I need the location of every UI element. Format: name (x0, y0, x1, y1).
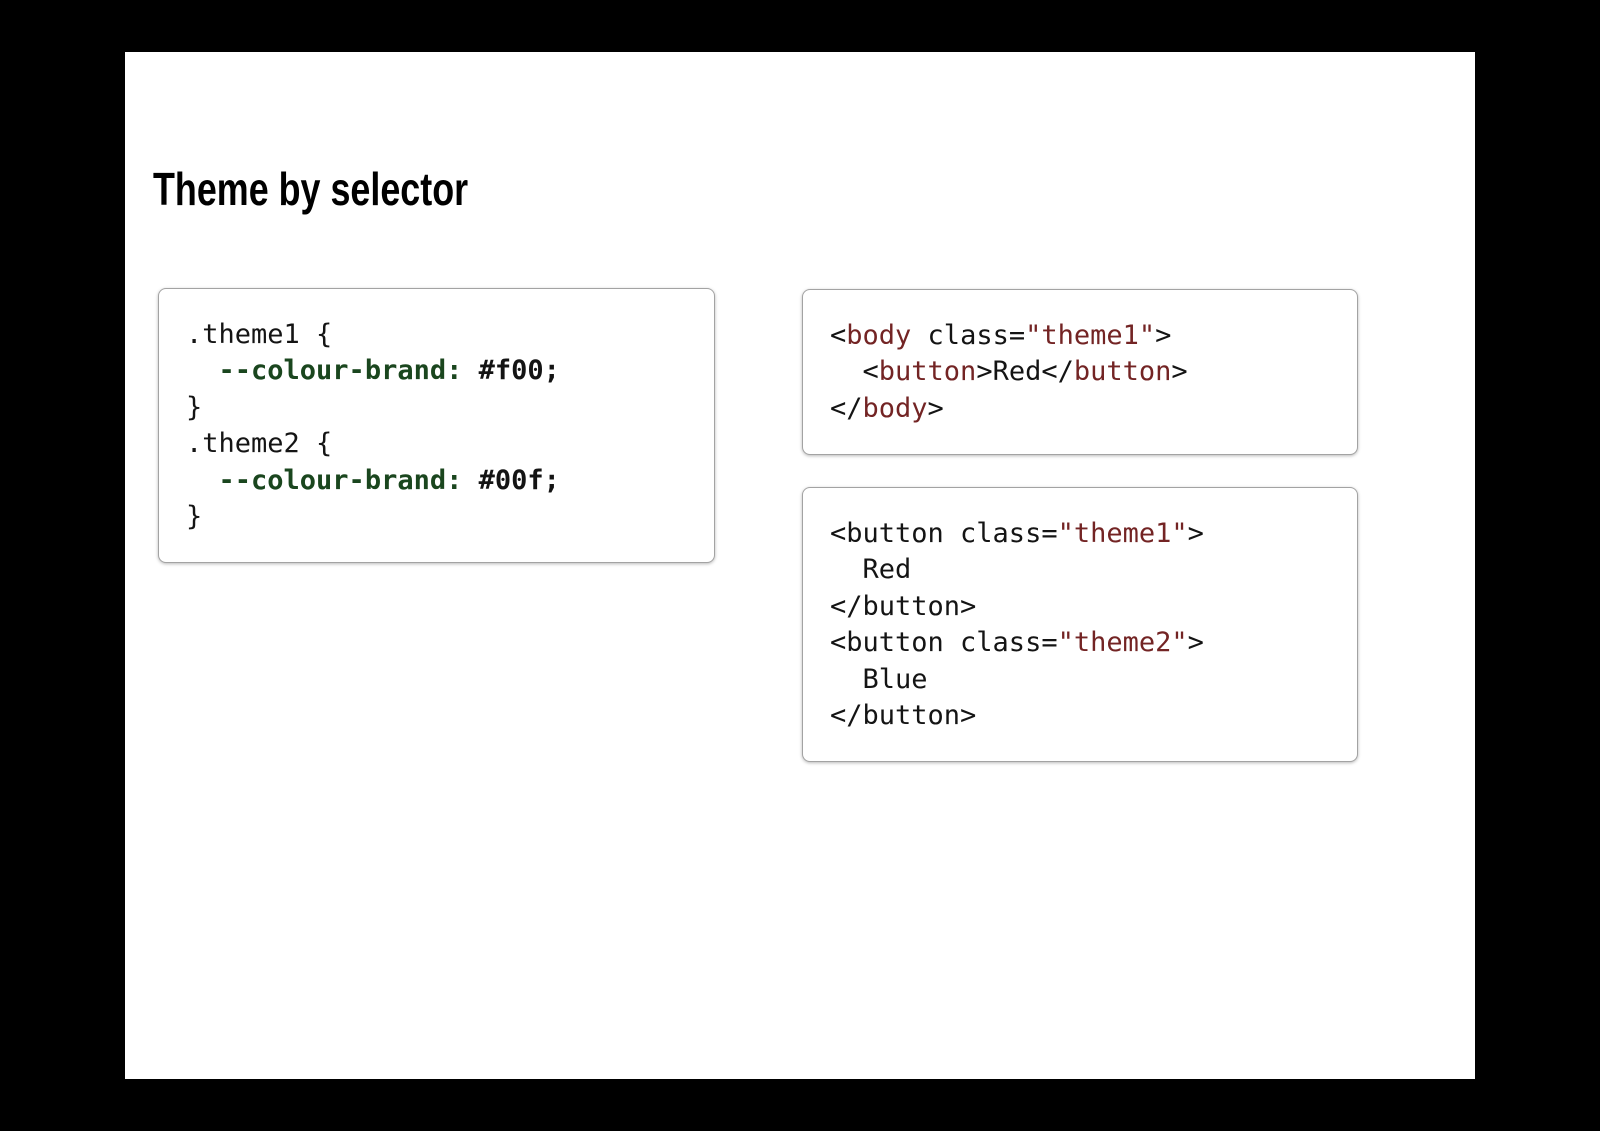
html-button-themes-code-box: <button class="theme1"> Red</button><but… (802, 487, 1358, 762)
code-segment: "theme2" (1057, 627, 1188, 659)
code-line: <body class="theme1"> (830, 318, 1330, 354)
code-segment: > (927, 392, 944, 424)
code-line: } (186, 499, 687, 535)
code-line: } (186, 390, 687, 426)
code-line: </button> (830, 589, 1330, 625)
code-segment: <button class= (830, 627, 1058, 659)
code-line: --colour-brand: #00f; (186, 463, 687, 499)
slide-canvas: Theme by selector .theme1 { --colour-bra… (125, 52, 1475, 1079)
code-segment (462, 355, 478, 386)
code-line: <button class="theme1"> (830, 516, 1330, 552)
code-segment: class= (911, 320, 1026, 351)
code-segment: #f00; (478, 355, 560, 387)
html-body-theme-code-box: <body class="theme1"> <button>Red</butto… (802, 289, 1358, 455)
code-segment: body (862, 392, 928, 424)
code-segment: --colour-brand: (218, 464, 463, 496)
code-segment: </ (830, 392, 863, 424)
code-line: Blue (830, 662, 1330, 698)
code-line: </button> (830, 698, 1330, 734)
code-segment: body (846, 320, 912, 351)
code-segment: button (1073, 356, 1172, 388)
code-segment: > (1171, 356, 1188, 388)
code-line: .theme2 { (186, 426, 687, 462)
code-segment: </button> (830, 590, 977, 622)
code-segment: > (1155, 320, 1172, 351)
code-segment: #00f; (478, 464, 560, 496)
code-segment: --colour-brand: (218, 355, 463, 387)
code-segment: > (1187, 627, 1204, 659)
code-line: <button>Red</button> (830, 354, 1330, 390)
code-segment: "theme1" (1057, 518, 1188, 549)
code-line: <button class="theme2"> (830, 625, 1330, 661)
code-segment: > (1187, 518, 1204, 549)
code-line: </body> (830, 391, 1330, 427)
code-line: --colour-brand: #f00; (186, 353, 687, 389)
code-line: .theme1 { (186, 317, 687, 353)
code-segment: } (186, 501, 203, 533)
code-segment: Blue (830, 663, 928, 695)
slide-title: Theme by selector (153, 163, 469, 215)
code-segment: } (186, 391, 203, 423)
code-segment: Red (830, 554, 912, 586)
code-segment (462, 465, 478, 496)
code-segment: >Red</ (976, 356, 1074, 388)
code-segment: </button> (830, 700, 977, 732)
code-segment: < (830, 356, 879, 388)
code-segment: .theme2 { (186, 428, 333, 460)
code-segment: < (830, 320, 847, 351)
css-theme-selectors-code-box: .theme1 { --colour-brand: #f00;} .theme2 … (158, 288, 715, 563)
code-segment (186, 355, 219, 386)
code-segment: button (878, 356, 977, 388)
code-segment: "theme1" (1025, 320, 1156, 351)
code-segment (186, 465, 219, 496)
code-segment: <button class= (830, 518, 1058, 549)
code-segment: .theme1 { (186, 319, 333, 350)
code-line: Red (830, 552, 1330, 588)
